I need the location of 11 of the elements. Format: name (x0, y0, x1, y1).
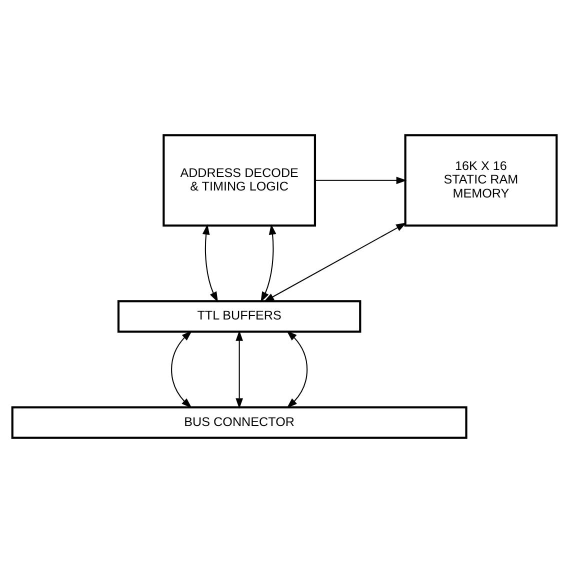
arrow (236, 330, 243, 409)
arrow (264, 222, 407, 302)
node-box: 16K X 16 STATIC RAM MEMORY (404, 134, 558, 227)
arrow (315, 176, 407, 184)
arrow (286, 330, 308, 408)
node-box: ADDRESS DECODE & TIMING LOGIC (162, 134, 316, 227)
node-box: BUS CONNECTOR (11, 406, 468, 439)
arrow (260, 224, 276, 302)
arrow (202, 224, 218, 302)
arrow (171, 330, 192, 408)
node-box: TTL BUFFERS (117, 300, 362, 333)
